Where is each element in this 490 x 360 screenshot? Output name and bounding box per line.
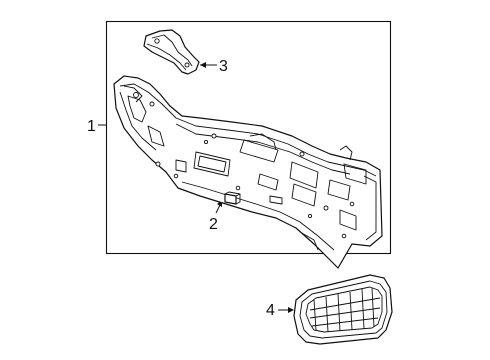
callout-1-label: 1	[87, 118, 96, 135]
assembly-frame	[105, 20, 392, 255]
callout-3-arrowhead	[200, 62, 206, 68]
callout-2[interactable]: 2	[209, 200, 223, 233]
small-clip	[224, 191, 241, 205]
rear-body-panel	[113, 75, 383, 269]
callout-4-arrowhead	[288, 307, 294, 313]
upper-reinforcement-bracket	[143, 29, 200, 75]
callout-4-label: 4	[266, 302, 275, 319]
pressure-relief-vent	[293, 274, 393, 345]
callout-1[interactable]: 1	[87, 118, 106, 135]
callout-3-label: 3	[219, 58, 228, 75]
callout-3[interactable]: 3	[200, 58, 228, 75]
callout-4[interactable]: 4	[266, 302, 294, 319]
callout-2-label: 2	[209, 216, 218, 233]
